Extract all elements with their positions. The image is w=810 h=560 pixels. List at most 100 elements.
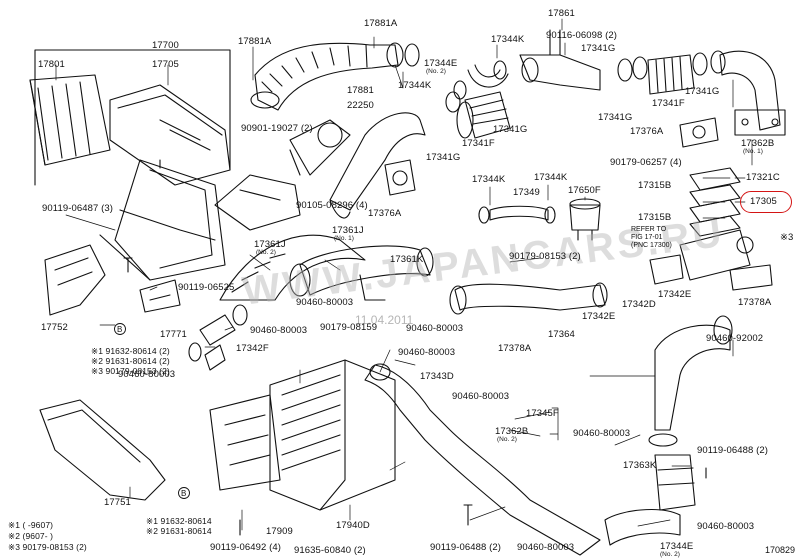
intercooler-duct-icon	[209, 394, 281, 491]
part-17909[interactable]: 17909	[266, 526, 293, 537]
part-90119-06488-1[interactable]: 90119-06488 (2)	[697, 445, 769, 456]
part-90116-06098[interactable]: 90116-06098 (2)	[546, 30, 618, 41]
note-91631-80614-b: ※2 91631-80614	[146, 526, 212, 536]
part-17344k-2[interactable]: 17344K	[398, 80, 432, 91]
part-17361j-2[interactable]: 17361J	[254, 239, 286, 250]
part-90460-80003-8[interactable]: 90460-80003	[697, 521, 755, 532]
hose-17361j-no2-icon	[219, 234, 366, 301]
part-90460-80003-2[interactable]: 90460-80003	[250, 325, 308, 336]
part-17378a-2[interactable]: 17378A	[498, 343, 532, 354]
part-90460-80003-4[interactable]: 90460-80003	[118, 369, 176, 380]
part-17342e-1[interactable]: 17342E	[658, 289, 692, 300]
part-90460-92002[interactable]: 90460-92002	[706, 333, 764, 344]
pipe-17361k-icon	[289, 245, 434, 301]
air-filter-element-icon	[29, 74, 111, 166]
part-17344k-3[interactable]: 17344K	[472, 174, 506, 185]
intercooler-17940d-icon	[269, 359, 396, 511]
part-17364[interactable]: 17364	[548, 329, 575, 340]
part-17705[interactable]: 17705	[152, 59, 179, 70]
part-17751[interactable]: 17751	[104, 497, 131, 508]
bracket-17700	[34, 49, 231, 186]
part-17342d[interactable]: 17342D	[622, 299, 656, 310]
part-17881a-2[interactable]: 17881A	[364, 18, 398, 29]
part-17341g-5[interactable]: 17341G	[581, 43, 616, 54]
part-17771[interactable]: 17771	[160, 329, 187, 340]
pipe-17345f-icon	[604, 315, 733, 546]
part-17801[interactable]: 17801	[38, 59, 65, 70]
part-17315b-2[interactable]: 17315B	[638, 212, 672, 223]
intake-connector-icon	[214, 174, 301, 231]
note-star3: ※3	[780, 232, 794, 243]
part-17344k-4[interactable]: 17344K	[534, 172, 568, 183]
part-17315b-1[interactable]: 17315B	[638, 180, 672, 191]
intake-pipe-17861-icon	[519, 29, 601, 91]
part-17305[interactable]: 17305	[750, 196, 777, 207]
part-90460-80003-1[interactable]: 90460-80003	[296, 297, 354, 308]
note-91632-80614-b: ※1 91632-80614	[146, 516, 212, 526]
part-17344e-1-sub: (No. 2)	[426, 68, 446, 75]
part-17343d[interactable]: 17343D	[420, 371, 454, 382]
part-90179-06257[interactable]: 90179-06257 (4)	[610, 157, 682, 168]
part-17752[interactable]: 17752	[41, 322, 68, 333]
part-90460-80003-7[interactable]: 90460-80003	[573, 428, 631, 439]
note-3-90179: ※3 90179-08153 (2)	[8, 542, 87, 552]
part-17341g-2[interactable]: 17341G	[426, 152, 461, 163]
bolt-icons	[123, 159, 707, 536]
part-90460-80003-5[interactable]: 90460-80003	[398, 347, 456, 358]
part-17376a-2[interactable]: 17376A	[368, 208, 402, 219]
part-17700[interactable]: 17700	[152, 40, 179, 51]
part-90119-06525[interactable]: 90119-06525	[178, 282, 235, 293]
part-90460-80003-3[interactable]: 90460-80003	[406, 323, 464, 334]
pipe-17362b-icon	[719, 50, 786, 136]
part-90105-08296[interactable]: 90105-08296 (4)	[296, 200, 368, 211]
throttle-body-icon	[649, 229, 754, 285]
part-17342f[interactable]: 17342F	[236, 343, 269, 354]
part-17362b-1[interactable]: 17362B	[741, 138, 775, 149]
part-17361j-1[interactable]: 17361J	[332, 225, 364, 236]
part-90179-08153[interactable]: 90179-08153 (2)	[509, 251, 581, 262]
part-17344k-1[interactable]: 17344K	[491, 34, 525, 45]
part-22250[interactable]: 22250	[347, 100, 374, 111]
figure-id: 170829	[765, 545, 796, 555]
refer-fig[interactable]: FIG 17-01	[631, 234, 663, 241]
part-90460-80003-6[interactable]: 90460-80003	[452, 391, 510, 402]
note-2-9607: ※2 (9607- )	[8, 531, 54, 541]
part-17650f[interactable]: 17650F	[568, 185, 601, 196]
part-17881a-1[interactable]: 17881A	[238, 36, 272, 47]
part-17881[interactable]: 17881	[347, 85, 374, 96]
gasket-17376a-icon	[679, 117, 719, 148]
part-17361j-2-sub: (No. 2)	[256, 249, 276, 256]
note-90179-08153: ※3 90179-08153 (2)	[91, 366, 170, 376]
part-17341f-2[interactable]: 17341F	[652, 98, 685, 109]
part-17361k[interactable]: 17361K	[390, 254, 424, 265]
part-90119-06492[interactable]: 90119-06492 (4)	[210, 542, 282, 553]
hose-17341f-right-icon	[647, 54, 695, 95]
part-17861[interactable]: 17861	[548, 8, 575, 19]
part-17362b-2[interactable]: 17362B	[495, 426, 529, 437]
part-17344e-1[interactable]: 17344E	[424, 58, 458, 69]
part-17344e-2[interactable]: 17344E	[660, 541, 694, 552]
part-17378a-1[interactable]: 17378A	[738, 297, 772, 308]
callout-b-2: B	[181, 489, 187, 498]
part-90179-08159[interactable]: 90179-08159	[320, 322, 378, 333]
part-90119-06487[interactable]: 90119-06487 (3)	[42, 203, 114, 214]
part-90119-06488-2[interactable]: 90119-06488 (2)	[430, 542, 502, 553]
part-17940d[interactable]: 17940D	[336, 520, 370, 531]
hose-17349-icon	[478, 205, 556, 224]
note-91632-80614: ※1 91632-80614 (2)	[91, 346, 170, 356]
part-17341f-1[interactable]: 17341F	[462, 138, 495, 149]
part-90901-19027[interactable]: 90901-19027 (2)	[241, 123, 313, 134]
part-17345f[interactable]: 17345F	[526, 408, 559, 419]
part-17376a-1[interactable]: 17376A	[630, 126, 664, 137]
part-17362b-2-sub: (No. 2)	[497, 436, 517, 443]
part-17341g-1[interactable]: 17341G	[493, 124, 528, 135]
part-17341g-3[interactable]: 17341G	[598, 112, 633, 123]
part-17341g-4[interactable]: 17341G	[685, 86, 720, 97]
airflow-meter-icon	[289, 119, 351, 176]
part-17321c[interactable]: 17321C	[746, 172, 780, 183]
part-17349[interactable]: 17349	[513, 187, 540, 198]
part-91635-60840[interactable]: 91635-60840 (2)	[294, 545, 366, 556]
part-17342e-2[interactable]: 17342E	[582, 311, 616, 322]
part-17363k[interactable]: 17363K	[623, 460, 657, 471]
part-90460-80003-9[interactable]: 90460-80003	[517, 542, 575, 553]
